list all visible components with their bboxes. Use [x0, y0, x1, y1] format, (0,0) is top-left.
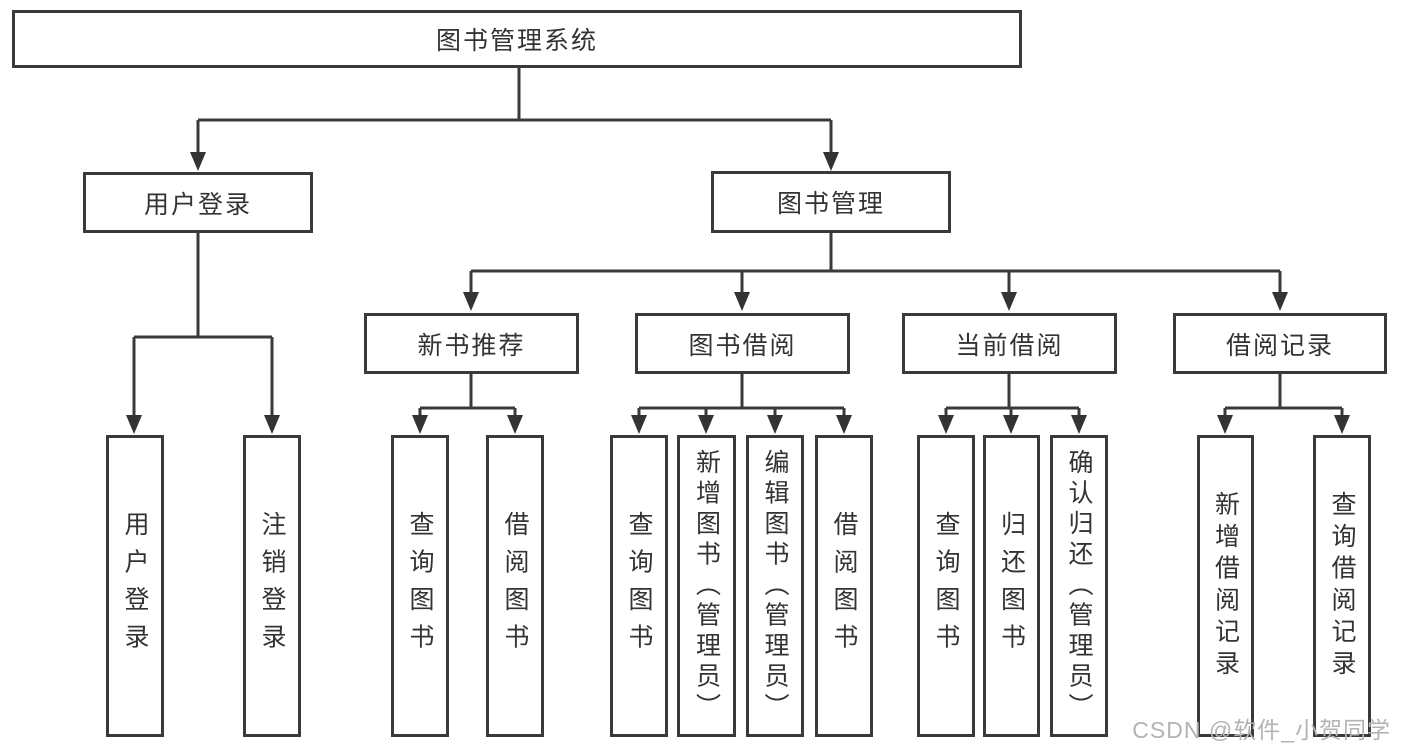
node-label: 图书借阅 [688, 331, 797, 360]
leaf-add-book-admin: 新增图书（管理员） [677, 435, 736, 737]
node-borrow-records: 借阅记录 [1173, 313, 1387, 374]
node-label: 确认归还（管理员） [1065, 448, 1093, 724]
node-user-login: 用户登录 [83, 172, 313, 233]
node-label: 新增借阅记录 [1211, 490, 1240, 682]
node-label: 查询图书 [932, 511, 960, 661]
leaf-add-borrow-record: 新增借阅记录 [1197, 435, 1254, 737]
leaf-borrow-books-borrow: 借阅图书 [815, 435, 873, 737]
leaf-confirm-return-admin: 确认归还（管理员） [1050, 435, 1108, 737]
watermark: CSDN @软件_小贺同学 [1132, 717, 1391, 743]
node-new-books: 新书推荐 [364, 313, 579, 374]
node-root: 图书管理系统 [12, 10, 1022, 68]
node-label: 新书推荐 [417, 331, 526, 360]
leaf-return-book: 归还图书 [983, 435, 1040, 737]
node-book-mgmt: 图书管理 [711, 171, 951, 233]
leaf-logout: 注销登录 [243, 435, 301, 737]
node-label: 借阅图书 [501, 511, 529, 661]
leaf-query-books-newbooks: 查询图书 [391, 435, 449, 737]
arrowheads [126, 152, 1350, 434]
node-label: 查询借阅记录 [1328, 490, 1356, 682]
node-current-borrow: 当前借阅 [902, 313, 1117, 374]
node-label: 图书管理系统 [435, 27, 598, 55]
node-label: 查询图书 [406, 511, 434, 661]
node-label: 借阅记录 [1225, 331, 1334, 360]
node-label: 借阅图书 [830, 511, 858, 661]
node-label: 归还图书 [997, 511, 1026, 661]
leaf-edit-book-admin: 编辑图书（管理员） [746, 435, 804, 737]
leaf-query-borrow-record: 查询借阅记录 [1313, 435, 1371, 737]
node-label: 图书管理 [776, 190, 885, 218]
leaf-query-books-current: 查询图书 [917, 435, 975, 737]
node-label: 编辑图书（管理员） [761, 448, 789, 724]
node-label: 注销登录 [258, 511, 286, 661]
node-book-borrow: 图书借阅 [635, 313, 850, 374]
node-label: 查询图书 [625, 511, 653, 661]
leaf-borrow-books-newbooks: 借阅图书 [486, 435, 544, 737]
node-label: 新增图书（管理员） [692, 448, 721, 724]
leaf-query-books-borrow: 查询图书 [610, 435, 668, 737]
node-label: 用户登录 [121, 511, 149, 661]
node-label: 当前借阅 [955, 331, 1064, 360]
leaf-user-login: 用户登录 [106, 435, 164, 737]
node-label: 用户登录 [143, 190, 252, 219]
